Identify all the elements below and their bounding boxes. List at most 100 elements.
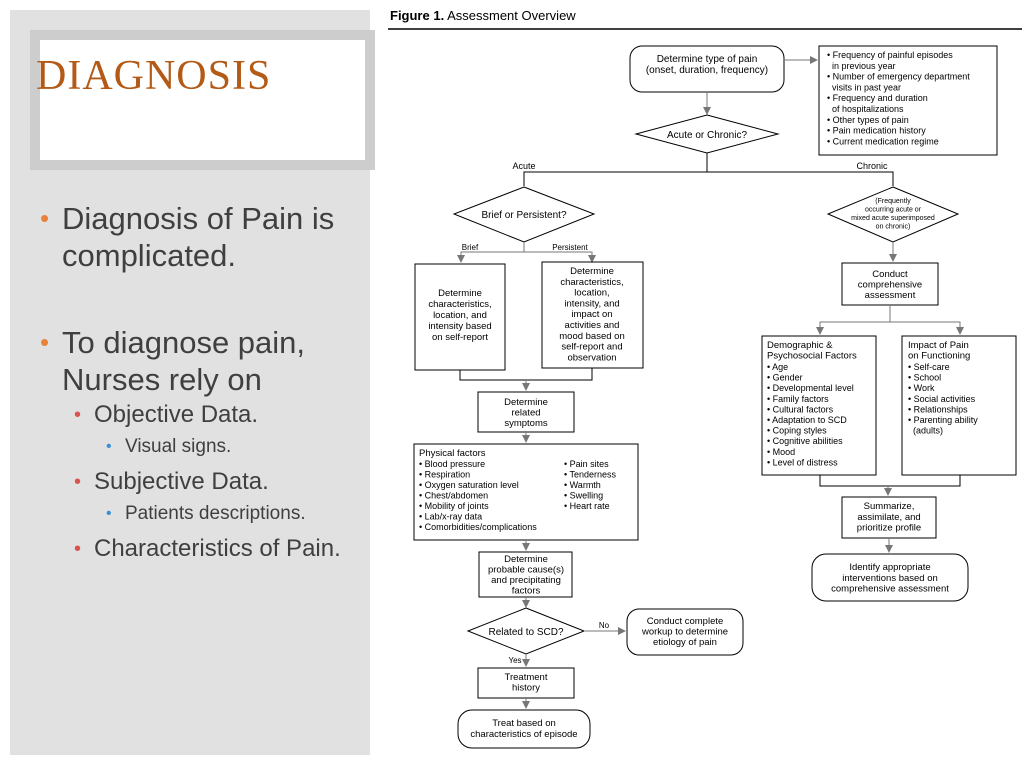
- text-persistent-characteristics: Determinecharacteristics,location,intens…: [559, 266, 625, 363]
- bullet-nurses-rely: •To diagnose pain, Nurses rely on: [40, 325, 306, 397]
- flowchart-text-line: related: [511, 408, 540, 419]
- flowchart-text-line: • School: [908, 373, 941, 383]
- bullet-icon: •: [74, 538, 82, 560]
- flowchart-text-line: Determine: [570, 266, 614, 277]
- flowchart-text-line: • Cognitive abilities: [767, 436, 843, 446]
- flowchart-text-line: • Pain medication history: [827, 126, 926, 136]
- flowchart-text-line: • Current medication regime: [827, 136, 939, 146]
- node-identify-interventions: [811, 553, 969, 602]
- flowchart-text-line: • Relationships: [908, 404, 968, 414]
- flowchart-text-line: impact on: [571, 309, 612, 320]
- line-acute-branch: [523, 153, 708, 186]
- flowchart-text-line: on self-report: [432, 332, 488, 343]
- bullet-icon: •: [40, 327, 50, 357]
- flowchart-text-line: • Coping styles: [767, 426, 827, 436]
- flowchart-text-line: probable cause(s): [488, 565, 564, 576]
- bullet-visual-signs: •Visual signs.: [106, 436, 232, 457]
- bullet-list: •Diagnosis of Pain is complicated. •To d…: [40, 200, 365, 564]
- flowchart-text-line: interventions based on: [842, 573, 938, 584]
- flowchart-text-line: Determine: [438, 288, 482, 299]
- node-demographic-factors: [761, 335, 877, 476]
- flowchart-text-line: • Developmental level: [767, 383, 854, 393]
- figure-caption: Assessment Overview: [447, 8, 576, 23]
- flowchart-text-line: • Swelling: [564, 491, 603, 501]
- flowchart-text-line: visits in past year: [827, 82, 901, 92]
- title-frame: [30, 30, 375, 170]
- flowchart-text-line: • Cultural factors: [767, 404, 834, 414]
- flowchart-text-line: • Age: [767, 362, 788, 372]
- flowchart-text-line: • Gender: [767, 373, 803, 383]
- arrow-to-demographic: [816, 305, 891, 335]
- flowchart-text-line: self-report and: [561, 342, 622, 353]
- flowchart-text-line: • Chest/abdomen: [419, 491, 488, 501]
- flowchart-text-line: Determine: [504, 554, 548, 565]
- flowchart-text-line: • Pain sites: [564, 459, 609, 469]
- flowchart-text-line: location,: [574, 288, 609, 299]
- flowchart-text-line: • Heart rate: [564, 501, 610, 511]
- flowchart-text-line: • Tenderness: [564, 470, 617, 480]
- flowchart-text-line: Determine: [504, 397, 548, 408]
- flowchart-text-line: workup to determine: [641, 627, 728, 638]
- text-physical-right: • Pain sites• Tenderness• Warmth• Swelli…: [564, 459, 617, 511]
- node-conduct-workup: [626, 608, 744, 656]
- flowchart-text-line: • Number of emergency department: [827, 72, 970, 82]
- label-chronic: Chronic: [856, 161, 888, 171]
- flowchart-text-line: • Level of distress: [767, 457, 838, 467]
- label-physical-factors: Physical factors: [419, 448, 486, 459]
- flowchart-text-line: Demographic &: [767, 340, 833, 351]
- flowchart-text-line: etiology of pain: [653, 637, 717, 648]
- flowchart-text-line: • Self-care: [908, 362, 950, 372]
- flowchart-text-line: • Mood: [767, 447, 795, 457]
- flowchart-text-line: Determine type of pain: [657, 54, 758, 65]
- flowchart-text-line: • Blood pressure: [419, 459, 485, 469]
- flowchart-text-line: location, and: [433, 310, 487, 321]
- figure-heading: Figure 1. Assessment Overview: [390, 8, 576, 23]
- text-physical-left: • Blood pressure• Respiration• Oxygen sa…: [419, 459, 537, 532]
- flowchart-text-line: • Lab/x-ray data: [419, 512, 482, 522]
- arrow-to-impact: [890, 321, 964, 335]
- flowchart-text-line: • Frequency and duration: [827, 93, 928, 103]
- bullet-patients-descriptions: •Patients descriptions.: [106, 503, 306, 524]
- flowchart-text-line: Identify appropriate: [849, 562, 930, 573]
- flowchart-text-line: Treat based on: [492, 718, 556, 729]
- text-demographic-list: • Age• Gender• Developmental level• Fami…: [767, 362, 854, 467]
- flowchart-text-line: assimilate, and: [857, 512, 920, 523]
- bullet-diagnosis-complicated: •Diagnosis of Pain is complicated.: [40, 201, 335, 273]
- flowchart-text-line: • Oxygen saturation level: [419, 480, 519, 490]
- flowchart-text-line: in previous year: [827, 61, 896, 71]
- label-acute-chronic: Acute or Chronic?: [667, 130, 747, 141]
- bullet-icon: •: [106, 505, 112, 522]
- flowchart-text-line: Psychosocial Factors: [767, 351, 857, 362]
- slide-title: DIAGNOSIS: [36, 53, 272, 99]
- text-history-list: • Frequency of painful episodes in previ…: [827, 50, 970, 146]
- arrow-to-persistent-box: [524, 251, 596, 263]
- flowchart-text-line: • Warmth: [564, 480, 601, 490]
- flowchart-text-line: on Functioning: [908, 351, 970, 362]
- flowchart-text-line: Summarize,: [864, 501, 915, 512]
- arrow-to-brief-box: [457, 242, 525, 263]
- flowchart-text-line: (Frequently: [875, 198, 911, 205]
- figure-label: Figure 1.: [390, 8, 445, 23]
- flowchart-text-line: • Frequency of painful episodes: [827, 50, 953, 60]
- flowchart-text-line: mixed acute superimposed: [851, 215, 935, 222]
- flowchart-text-line: history: [512, 683, 540, 694]
- bullet-icon: •: [74, 471, 82, 493]
- flowchart-text-line: Treatment: [505, 672, 548, 683]
- flowchart-text-line: mood based on: [559, 331, 625, 342]
- flowchart-text-line: on chronic): [876, 224, 911, 231]
- bullet-subjective-data: •Subjective Data.: [74, 468, 269, 495]
- label-persistent: Persistent: [552, 243, 588, 252]
- label-yes: Yes: [508, 656, 521, 665]
- flowchart-text-line: • Other types of pain: [827, 115, 909, 125]
- label-no: No: [599, 621, 610, 630]
